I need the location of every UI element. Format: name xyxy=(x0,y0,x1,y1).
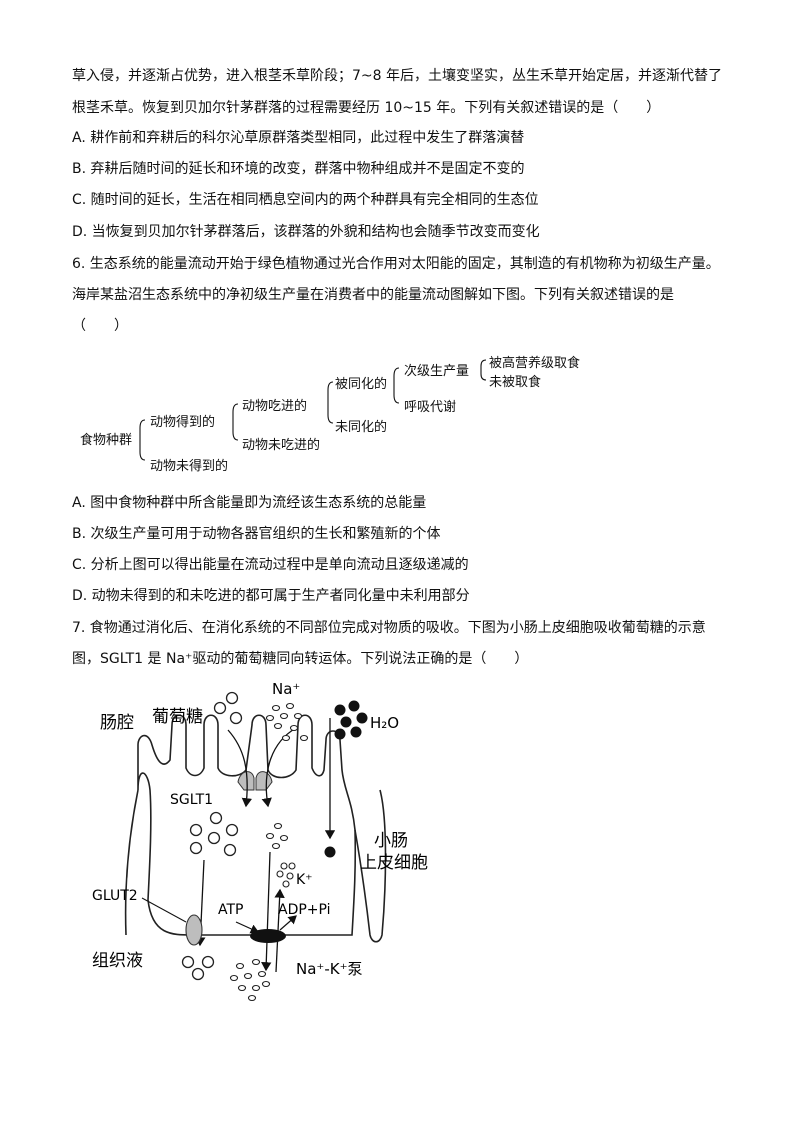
label-h2o: H₂O xyxy=(370,714,399,732)
q6-option-b: B. 次级生产量可用于动物各器官组织的生长和繁殖新的个体 xyxy=(72,526,441,542)
sglt1-transporter xyxy=(237,771,273,791)
label-lumen: 肠腔 xyxy=(100,713,134,733)
q5-option-d: D. 当恢复到贝加尔针茅群落后，该群落的外貌和结构也会随季节改变而变化 xyxy=(72,224,540,240)
q5-option-c: C. 随时间的延长，生活在相同栖息空间内的两个种群具有完全相同的生态位 xyxy=(72,192,539,208)
na-ions-lumen xyxy=(265,702,309,742)
glut2-leader xyxy=(141,897,187,923)
q6-stem-line-3: （ ） xyxy=(72,318,128,334)
q5-option-b: B. 弃耕后随时间的延长和环境的改变，群落中物种组成并不是固定不变的 xyxy=(72,161,525,177)
label-cell-line-2: 上皮细胞 xyxy=(360,853,428,873)
label-na: Na⁺ xyxy=(272,680,300,698)
water-molecules xyxy=(334,700,368,740)
label-glut2: GLUT2 xyxy=(92,888,138,904)
na-ions-fluid xyxy=(229,958,271,1002)
adp-arrow xyxy=(279,915,297,931)
na-k-pump xyxy=(250,929,286,943)
label-sglt1: SGLT1 xyxy=(170,792,213,808)
neighbor-cell-right xyxy=(354,789,387,943)
atp-arrow xyxy=(235,921,260,934)
glucose-molecules-lumen xyxy=(213,691,243,725)
label-fluid: 组织液 xyxy=(92,951,143,971)
na-entry-arrow xyxy=(261,727,297,808)
q7-stem-line-2: 图，SGLT1 是 Na⁺驱动的葡萄糖同向转运体。下列说法正确的是（ ） xyxy=(72,651,529,667)
q6-option-d: D. 动物未得到的和未吃进的都可属于生产者同化量中未利用部分 xyxy=(72,588,470,604)
q6-option-a: A. 图中食物种群中所含能量即为流经该生态系统的总能量 xyxy=(72,495,427,511)
label-adp: ADP+Pi xyxy=(278,902,331,918)
k-ions-cell xyxy=(276,862,296,888)
q5-stem-line-2: 根茎禾草。恢复到贝加尔针茅群落的过程需要经历 10~15 年。下列有关叙述错误的… xyxy=(72,100,661,116)
q5-option-a: A. 耕作前和弃耕后的科尔沁草原群落类型相同，此过程中发生了群落演替 xyxy=(72,130,525,146)
glucose-entry-arrow xyxy=(227,729,253,808)
q6-stem-line-2: 海岸某盐沼生态系统中的净初级生产量在消费者中的能量流动图解如下图。下列有关叙述错… xyxy=(72,287,674,303)
neighbor-cell-left xyxy=(124,789,139,936)
label-glucose: 葡萄糖 xyxy=(152,707,203,727)
glucose-molecules-cell xyxy=(189,811,239,857)
cell-membrane xyxy=(137,714,357,936)
glucose-molecules-fluid xyxy=(181,955,215,981)
label-atp: ATP xyxy=(218,902,243,918)
glut2-transporter xyxy=(185,914,203,946)
q6-option-c: C. 分析上图可以得出能量在流动过程中是单向流动且逐级递减的 xyxy=(72,557,469,573)
label-cell-line-1: 小肠 xyxy=(374,831,408,851)
na-to-pump-arrow xyxy=(261,851,272,972)
q6-stem-line-1: 6. 生态系统的能量流动开始于绿色植物通过光合作用对太阳能的固定，其制造的有机物… xyxy=(72,256,720,272)
water-inside-cell xyxy=(324,846,336,858)
label-pump: Na⁺-K⁺泵 xyxy=(296,960,363,978)
label-k: K⁺ xyxy=(296,872,313,888)
q7-stem-line-1: 7. 食物通过消化后、在消化系统的不同部位完成对物质的吸收。下图为小肠上皮细胞吸… xyxy=(72,620,706,636)
na-ions-cell xyxy=(265,822,289,850)
q5-stem-line-1: 草入侵，并逐渐占优势，进入根茎禾草阶段；7~8 年后，土壤变坚实，丛生禾草开始定… xyxy=(72,68,722,84)
